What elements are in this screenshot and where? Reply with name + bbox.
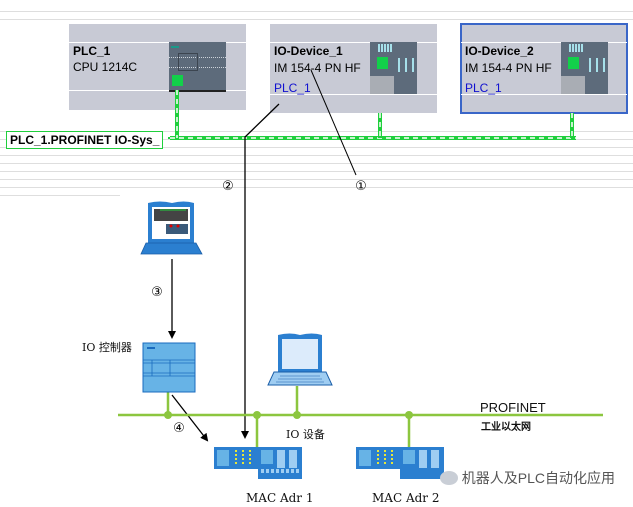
device-type: IM 154-4 PN HF	[274, 61, 361, 75]
io-controller-label: IO 控制器	[82, 341, 132, 354]
wechat-icon	[439, 471, 458, 485]
profinet-io-system-label[interactable]: PLC_1.PROFINET IO-Sys_	[6, 131, 164, 149]
device-plc-1[interactable]: PLC_1 CPU 1214C	[69, 24, 246, 110]
callout-1: ①	[355, 179, 367, 194]
io-device-label: IO 设备	[286, 428, 325, 441]
device-type: CPU 1214C	[73, 60, 138, 74]
distributed-io-2-icon	[356, 447, 444, 479]
arrow-4	[171, 394, 209, 442]
device-name: IO-Device_2	[465, 44, 534, 58]
callout-2: ②	[222, 179, 234, 194]
device-io-device-1[interactable]: IO-Device_1 IM 154-4 PN HF PLC_1	[270, 24, 437, 113]
industrial-ethernet-label: 工业以太网	[481, 422, 531, 433]
watermark: 机器人及PLC自动化应用	[439, 468, 615, 488]
io-device-laptop-icon	[267, 333, 333, 386]
device-type: IM 154-4 PN HF	[465, 61, 552, 75]
callout-3: ③	[151, 285, 163, 300]
watermark-text: 机器人及PLC自动化应用	[461, 470, 615, 486]
profinet-io-bus[interactable]	[168, 90, 576, 140]
device-controller-link[interactable]: PLC_1	[465, 81, 502, 95]
profinet-label: PROFINET	[480, 400, 546, 415]
engineering-laptop-icon	[140, 201, 203, 255]
device-name: IO-Device_1	[274, 44, 343, 58]
mac-address-2-label: MAC Adr 2	[372, 491, 440, 505]
io-module-icon	[561, 42, 608, 94]
plc-module-icon	[169, 42, 226, 92]
device-name: PLC_1	[73, 44, 111, 58]
callout-4: ④	[173, 421, 185, 436]
callout-2-leader	[241, 103, 280, 439]
distributed-io-1-icon	[214, 447, 302, 479]
io-controller-icon	[142, 342, 196, 393]
mac-address-1-label: MAC Adr 1	[246, 491, 314, 505]
callout-1-leader	[310, 69, 357, 176]
device-controller-link[interactable]: PLC_1	[274, 81, 311, 95]
io-module-icon	[370, 42, 417, 94]
device-io-device-2[interactable]: IO-Device_2 IM 154-4 PN HF PLC_1	[460, 23, 628, 114]
industrial-ethernet-bus	[118, 386, 603, 447]
